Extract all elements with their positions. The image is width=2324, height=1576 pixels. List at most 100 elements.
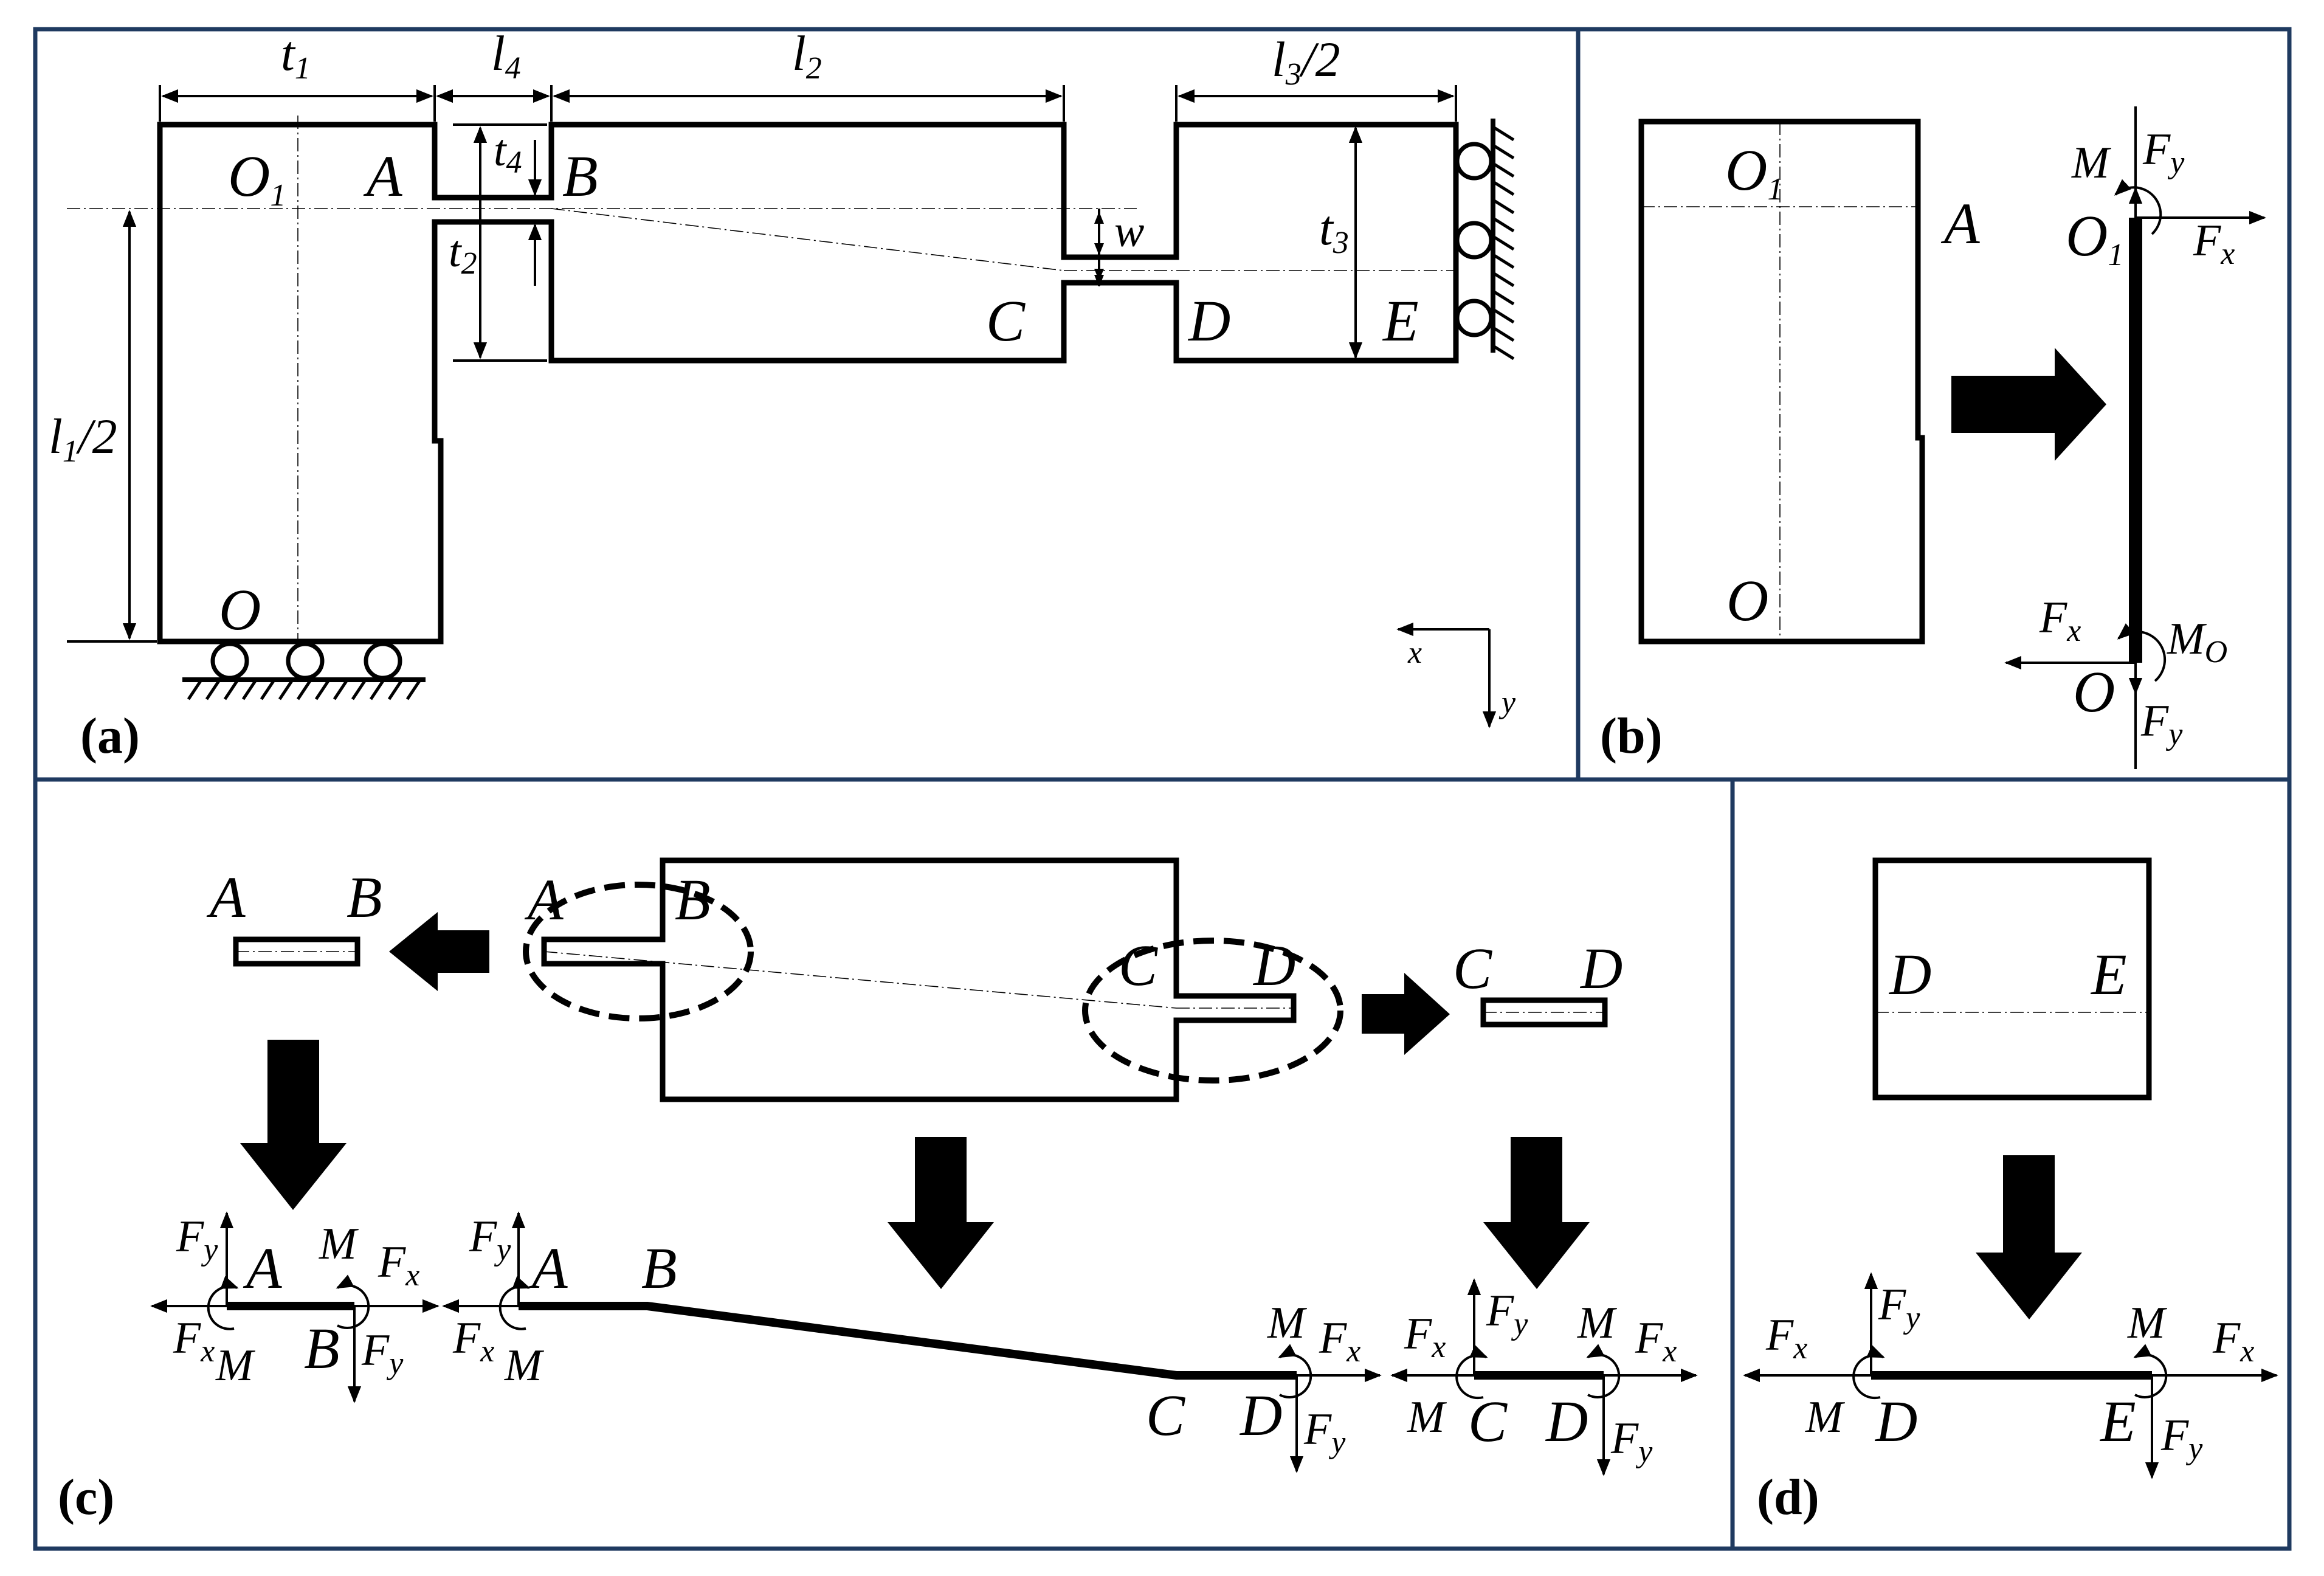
moment-o1-icon — [2114, 179, 2162, 235]
arrow-down-icon — [888, 1137, 994, 1289]
label-o1: O1 — [228, 143, 286, 213]
body-bc-outline — [541, 857, 1297, 1102]
label-o1-b: O1 — [2066, 203, 2123, 272]
label-a: A — [363, 143, 402, 209]
label-l3-half: l3/2 — [1272, 32, 1340, 92]
panel-b: O1 A O M Fy Fx O1 Fx MO O Fy (b) — [1600, 106, 2266, 769]
arrow-right-icon — [1362, 973, 1450, 1055]
panel-a-tag: (a) — [80, 708, 140, 764]
panel-a: t1 l4 l2 l3/2 t4 t2 w t3 l1/2 O1 A B C D… — [49, 26, 1516, 764]
label-fy: Fy — [2160, 1411, 2203, 1466]
label-l1-half: l1/2 — [49, 409, 117, 469]
panel-d-frame — [1730, 777, 2292, 1551]
label-m: M — [1577, 1298, 1618, 1348]
label-fy: Fy — [1878, 1280, 1920, 1335]
label-t4: t4 — [494, 126, 522, 180]
panel-b-tag: (b) — [1600, 708, 1663, 764]
label-b: B — [562, 143, 598, 209]
arrow-right-icon — [1951, 348, 2106, 461]
label-fx: Fx — [452, 1313, 494, 1369]
label-d: D — [1874, 1389, 1917, 1454]
label-fy: Fy — [1610, 1414, 1653, 1469]
label-fy: Fy — [1486, 1286, 1528, 1341]
label-b: B — [347, 865, 382, 930]
label-d: D — [1239, 1383, 1282, 1448]
panel-a-frame — [33, 27, 1581, 782]
arrow-left-icon — [389, 912, 489, 991]
dimension-lines — [67, 85, 1457, 643]
right-roller-support — [1455, 119, 1515, 361]
arrow-down-icon — [240, 1040, 347, 1210]
label-c: C — [1468, 1389, 1508, 1454]
label-e: E — [2090, 942, 2127, 1007]
axis-x-label: x — [1407, 635, 1422, 670]
panel-c: A B C D A B C D Fy A M Fx — [58, 857, 1698, 1526]
panel-c-tag: (c) — [58, 1469, 114, 1526]
body-de-outline — [1872, 857, 2152, 1101]
label-c: C — [1146, 1383, 1185, 1448]
coordinate-axes: x y — [1396, 622, 1516, 728]
arrow-down-icon — [1976, 1155, 2082, 1319]
label-c: C — [1119, 933, 1158, 998]
label-fx: Fx — [2212, 1313, 2254, 1369]
panel-frames — [33, 27, 2292, 1551]
label-m: M — [504, 1341, 545, 1391]
centerline-diagonal-bc — [551, 208, 1064, 271]
label-m-top: M — [2071, 138, 2112, 188]
label-d: D — [1545, 1389, 1588, 1454]
label-m: M — [1267, 1298, 1308, 1348]
label-m: M — [1805, 1392, 1846, 1442]
label-l4: l4 — [491, 26, 521, 86]
label-fy: Fy — [469, 1212, 511, 1267]
label-c: C — [1453, 936, 1492, 1001]
label-fx-top: Fx — [2193, 216, 2235, 271]
label-fy: Fy — [176, 1212, 218, 1267]
label-d: D — [1888, 942, 1931, 1007]
label-m: M — [319, 1219, 359, 1269]
centerline-c-diagonal — [543, 951, 1177, 1009]
label-m: M — [2127, 1298, 2168, 1348]
mechanism-outline — [157, 122, 1459, 645]
label-m: M — [215, 1341, 256, 1391]
body-o1-o-outline — [1638, 119, 1925, 645]
label-t1: t1 — [281, 26, 311, 86]
label-a: A — [206, 865, 246, 930]
label-t2: t2 — [449, 227, 477, 281]
label-o1: O1 — [1725, 137, 1783, 207]
bottom-roller-support — [182, 641, 426, 700]
beam-bcd — [519, 1302, 1297, 1380]
label-b: B — [641, 1236, 677, 1301]
label-fx: Fx — [1404, 1309, 1446, 1364]
label-o: O — [219, 577, 261, 642]
label-c: C — [986, 288, 1026, 353]
label-b: B — [675, 867, 711, 932]
label-a: A — [1940, 191, 1980, 256]
label-a: A — [528, 1236, 568, 1301]
label-l2: l2 — [792, 26, 822, 86]
panel-a-labels: t1 l4 l2 l3/2 t4 t2 w t3 l1/2 O1 A B C D… — [49, 26, 1419, 642]
label-e: E — [1382, 288, 1419, 353]
panel-d: D E Fx Fy M D M Fx E Fy (d) — [1743, 857, 2278, 1526]
label-d: D — [1187, 288, 1230, 353]
axis-y-label: y — [1498, 685, 1516, 720]
label-fy: Fy — [1303, 1405, 1346, 1460]
highlight-ellipse-cd — [1082, 938, 1343, 1084]
label-fy-bottom: Fy — [2140, 696, 2183, 752]
label-fy-top: Fy — [2142, 125, 2185, 180]
fbd-de: Fx Fy M D M Fx E Fy — [1743, 1272, 2278, 1479]
label-d: D — [1579, 936, 1622, 1001]
label-fx-bottom: Fx — [2039, 593, 2081, 648]
fbd-cd: Fx Fy M C M Fx D Fy — [1390, 1278, 1698, 1476]
label-fx: Fx — [1765, 1310, 1807, 1366]
moment-o-icon — [2117, 623, 2167, 682]
label-d: D — [1252, 933, 1295, 998]
label-a: A — [524, 867, 564, 932]
label-mo: MO — [2167, 614, 2227, 669]
label-o: O — [1726, 568, 1768, 633]
label-a: A — [243, 1236, 282, 1301]
panel-b-frame — [1576, 27, 2292, 782]
label-e: E — [2099, 1389, 2136, 1454]
arrow-down-icon — [1483, 1137, 1590, 1289]
label-o-b: O — [2073, 659, 2115, 724]
